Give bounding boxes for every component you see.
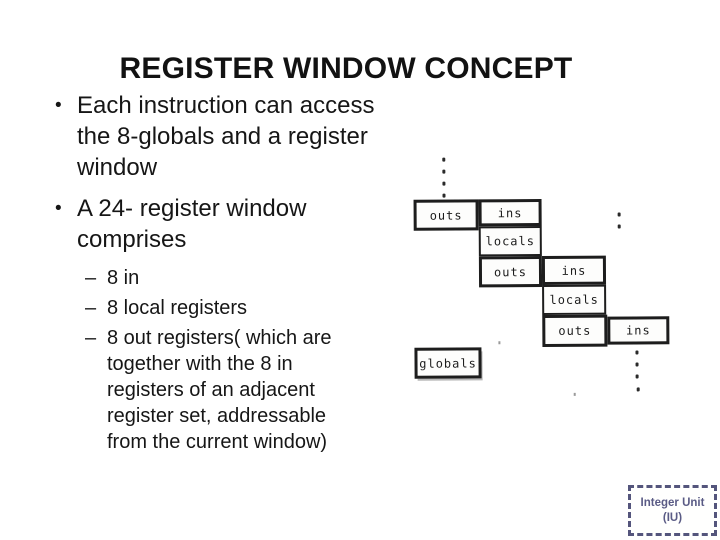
bullet-item: • A 24- register window comprises (45, 193, 397, 255)
ellipsis-dot (442, 157, 446, 162)
window2-outs-cell: outs (478, 256, 543, 288)
dash-marker: – (85, 327, 97, 349)
dash-marker: – (85, 297, 97, 319)
text-line: window (77, 154, 158, 181)
ellipsis-dot (635, 374, 639, 379)
text-line: comprises (77, 226, 187, 253)
bullet-marker: • (55, 198, 62, 219)
text-line: 8 out registers( which are (107, 327, 332, 349)
integer-unit-box: Integer Unit (IU) (628, 485, 717, 536)
window2-locals-cell: locals (542, 284, 607, 316)
window3-outs-cell: outs (542, 314, 608, 348)
text-line: register set, addressable (107, 405, 327, 427)
text-line: 8 local registers (107, 297, 248, 319)
ellipsis-dot (442, 181, 446, 186)
page-title: REGISTER WINDOW CONCEPT (119, 52, 573, 85)
ellipsis-dot (442, 193, 446, 198)
ellipsis-dot (635, 362, 639, 367)
window2-ins-cell: ins (541, 255, 607, 286)
text-line: Each instruction can access (77, 92, 375, 119)
bullet-text: A 24- register window comprises (77, 193, 306, 255)
text-line: the 8-globals and a register (77, 123, 368, 150)
bullet-marker: • (55, 95, 62, 116)
text-line: together with the 8 in (107, 353, 293, 375)
window1-ins-cell: ins (478, 199, 542, 227)
window3-ins-cell: ins (607, 316, 670, 345)
ellipsis-dot (442, 169, 446, 174)
sub-bullet-item: – 8 in (45, 265, 397, 291)
globals-cell: globals (414, 347, 482, 379)
scan-speck (573, 392, 576, 396)
bullet-list: • Each instruction can access the 8-glob… (45, 90, 397, 459)
window1-outs-cell: outs (413, 199, 479, 231)
window1-locals-cell: locals (478, 226, 542, 257)
ellipsis-dot (636, 387, 640, 392)
ellipsis-dot (617, 224, 621, 229)
text-line: 8 in (107, 267, 140, 289)
bullet-item: • Each instruction can access the 8-glob… (45, 90, 397, 183)
ellipsis-dot (635, 350, 639, 355)
text-line: from the current window) (107, 431, 328, 453)
sub-bullet-text: 8 in (107, 265, 139, 291)
integer-unit-abbrev: (IU) (662, 511, 683, 524)
text-line: registers of an adjacent (107, 379, 315, 401)
register-window-diagram: outs ins locals outs ins locals outs ins… (409, 151, 683, 401)
sub-bullet-text: 8 local registers (107, 295, 247, 321)
text-line: A 24- register window (77, 195, 307, 222)
bullet-text: Each instruction can access the 8-global… (77, 90, 374, 183)
ellipsis-dot (617, 212, 621, 217)
scan-speck (498, 341, 501, 345)
dash-marker: – (85, 267, 97, 289)
sub-bullet-item: – 8 local registers (45, 295, 397, 321)
sub-bullet-item: – 8 out registers( which are together wi… (45, 325, 397, 455)
integer-unit-label: Integer Unit (640, 496, 705, 509)
sub-bullet-text: 8 out registers( which are together with… (107, 325, 332, 455)
